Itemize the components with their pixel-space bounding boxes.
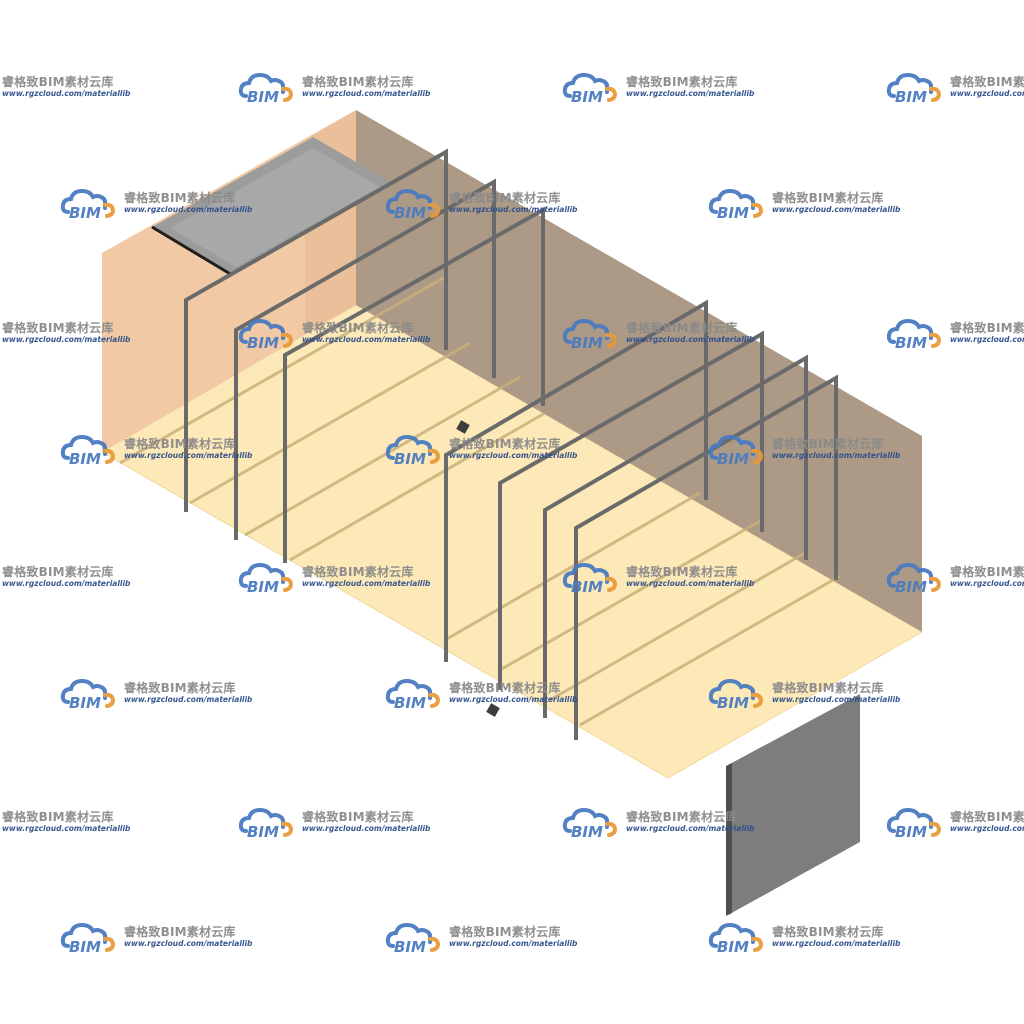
back-wall bbox=[356, 110, 922, 632]
partition-frames-right bbox=[444, 299, 838, 740]
detached-wall-panel-edge bbox=[726, 763, 732, 916]
partition-frames-left bbox=[184, 148, 545, 563]
detached-wall-panel bbox=[728, 694, 860, 915]
connector-fitting-upper bbox=[456, 420, 470, 434]
roof-panel-edge bbox=[151, 225, 233, 277]
connector-fitting-lower bbox=[486, 703, 500, 717]
roof-panel-highlight bbox=[170, 148, 380, 267]
